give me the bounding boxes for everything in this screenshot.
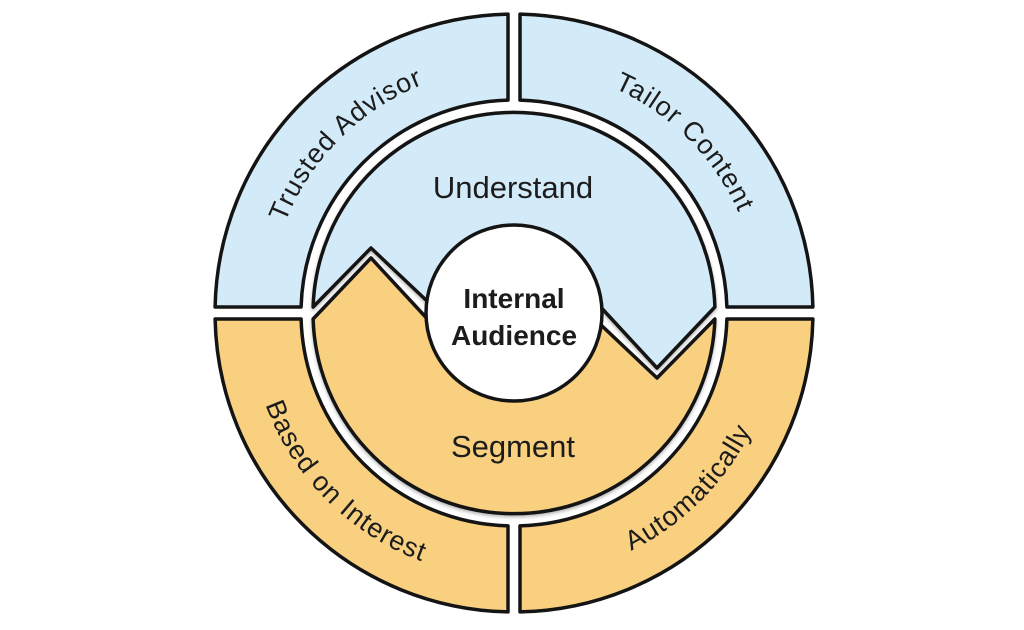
label-segment: Segment — [451, 429, 575, 464]
center-label-line2: Audience — [451, 320, 577, 351]
outer-segment-based-on-interest — [213, 317, 510, 614]
center-label-line1: Internal — [463, 283, 564, 314]
label-understand: Understand — [433, 170, 593, 205]
outer-segment-automatically — [518, 317, 815, 614]
outer-segment-trusted-advisor — [213, 12, 510, 309]
outer-segment-tailor-content — [518, 12, 815, 309]
center-circle — [424, 223, 604, 403]
